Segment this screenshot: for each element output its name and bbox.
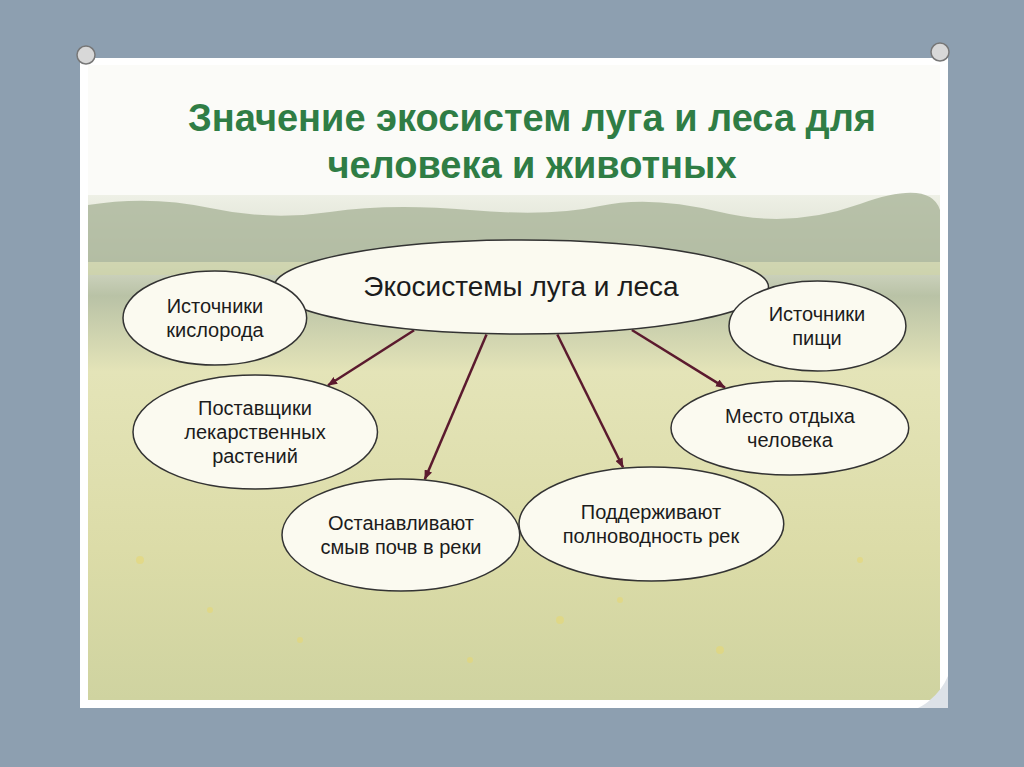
ellipse-node: Место отдыха человека xyxy=(670,380,910,476)
ellipse-node: Останавливают смыв почв в реки xyxy=(281,478,521,592)
node-label: Источники кислорода xyxy=(150,294,280,342)
photo-frame xyxy=(88,65,940,700)
ellipse-shape xyxy=(274,240,768,334)
node-text-group: Поддерживают полноводность рек xyxy=(556,500,746,548)
ellipse-outline xyxy=(670,380,910,476)
arrow-connector xyxy=(425,335,487,480)
node-text-group: Останавливают смыв почв в реки xyxy=(316,511,486,559)
node-label: Экосистемы луга и леса xyxy=(341,270,701,304)
card xyxy=(80,58,948,708)
pin xyxy=(931,43,949,61)
node-label: Источники пищи xyxy=(754,302,879,350)
ellipse-outline xyxy=(281,478,521,592)
node-text-group: Поставщики лекарственных растений xyxy=(167,396,342,468)
ellipse-node: Поддерживают полноводность рек xyxy=(518,466,785,582)
ellipse-node: Поставщики лекарственных растений xyxy=(132,374,378,490)
ellipse-shape xyxy=(123,271,307,365)
node-label: Останавливают смыв почв в реки xyxy=(316,511,486,559)
page-curl xyxy=(918,676,948,708)
ellipse-outline xyxy=(122,270,308,366)
ellipse-shape xyxy=(519,467,784,581)
node-label: Место отдыха человека xyxy=(705,404,875,452)
meadow-photo xyxy=(88,195,940,700)
pin xyxy=(77,46,95,64)
node-text-group: Источники пищи xyxy=(754,302,879,350)
arrow-connector xyxy=(557,334,623,467)
arrow-connector xyxy=(328,330,414,385)
ellipse-shape xyxy=(282,479,520,591)
central-ellipse: Экосистемы луга и леса xyxy=(273,239,769,335)
ellipse-node: Источники пищи xyxy=(728,280,907,372)
ellipse-outline xyxy=(728,280,907,372)
ellipse-shape xyxy=(133,375,377,489)
ellipse-node: Источники кислорода xyxy=(122,270,308,366)
ellipse-shape xyxy=(729,281,906,371)
node-label: Поддерживают полноводность рек xyxy=(556,500,746,548)
node-label: Поставщики лекарственных растений xyxy=(167,396,342,468)
node-text-group: Источники кислорода xyxy=(150,294,280,342)
ellipse-outline xyxy=(518,466,785,582)
ellipse-shape xyxy=(671,381,909,475)
node-text-group: Место отдыха человека xyxy=(705,404,875,452)
node-text-group: Экосистемы луга и леса xyxy=(341,270,701,304)
slide-title: Значение экосистем луга и леса для челов… xyxy=(177,95,887,189)
arrow-connector xyxy=(632,330,725,388)
